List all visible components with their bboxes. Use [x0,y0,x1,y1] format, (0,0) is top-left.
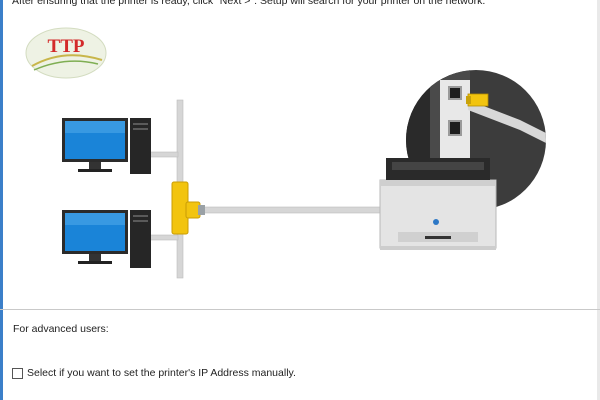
logo-text: TTP [48,36,85,57]
pc1-cable [149,151,179,158]
printer-cable [195,206,383,214]
manual-ip-checkbox-label: Select if you want to set the printer's … [27,367,296,379]
window-left-edge [0,0,3,400]
manual-ip-checkbox[interactable] [12,367,23,379]
network-diagram [62,70,546,279]
manual-ip-checkbox-row[interactable]: Select if you want to set the printer's … [12,367,296,379]
computer-2 [62,210,151,268]
advanced-users-label: For advanced users: [13,323,109,335]
pc2-cable [149,234,179,241]
instruction-text: After ensuring that the printer is ready… [12,0,486,7]
section-separator [0,309,600,310]
ttp-logo: TTP [24,26,108,80]
computer-1 [62,118,151,174]
t-connector [171,181,205,235]
printer [379,158,497,250]
window-right-edge [597,0,600,400]
